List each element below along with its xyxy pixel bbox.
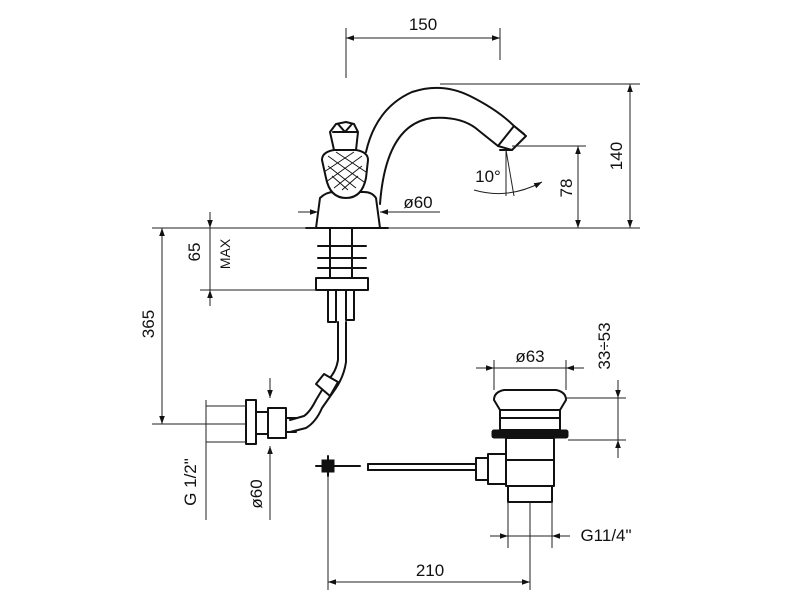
dimension-labels: 150 140 78 10° ø60 65 MAX 365 G 1/2" ø60… bbox=[139, 15, 632, 580]
supply-pipe-right bbox=[345, 289, 355, 321]
faucet-body bbox=[245, 86, 527, 445]
spout bbox=[365, 86, 525, 153]
mounting-nut bbox=[315, 277, 369, 291]
label-deck-thickness: 65 bbox=[185, 243, 204, 262]
label-inlet-thread: G 1/2" bbox=[181, 458, 200, 506]
inlet-nut bbox=[267, 407, 287, 439]
label-spout-reach: 150 bbox=[409, 15, 437, 34]
label-total-height: 140 bbox=[607, 142, 626, 170]
label-rod-length: 210 bbox=[416, 561, 444, 580]
label-tail-length: 365 bbox=[139, 310, 158, 338]
hose-coupling bbox=[315, 373, 339, 397]
handle-knob bbox=[329, 121, 359, 151]
label-waste-range: 33÷53 bbox=[595, 322, 614, 369]
handle-body bbox=[321, 149, 369, 199]
handle-crystal-pattern bbox=[323, 151, 367, 191]
label-base-diameter: ø60 bbox=[403, 193, 432, 212]
label-spout-angle: 10° bbox=[475, 167, 501, 186]
supply-pipe-left bbox=[327, 289, 337, 323]
label-waste-thread: G11/4" bbox=[580, 526, 631, 545]
waste-tail bbox=[507, 485, 553, 503]
label-spout-height: 78 bbox=[557, 179, 576, 198]
waste-body bbox=[505, 437, 555, 487]
pop-up-waste bbox=[315, 389, 569, 503]
faucet-base bbox=[315, 191, 381, 229]
label-waste-diameter: ø63 bbox=[515, 347, 544, 366]
waste-side-port bbox=[487, 453, 507, 485]
spout-aerator bbox=[497, 125, 527, 151]
waste-flange bbox=[491, 429, 569, 439]
label-inlet-diameter: ø60 bbox=[247, 479, 266, 508]
pop-up-clip bbox=[315, 455, 361, 477]
label-deck-max: MAX bbox=[217, 238, 233, 269]
mounting-stem bbox=[329, 227, 353, 281]
dimension-lines bbox=[152, 28, 640, 590]
supply-hose bbox=[289, 321, 339, 421]
waste-cap bbox=[493, 389, 567, 411]
wall-flange bbox=[245, 399, 257, 445]
